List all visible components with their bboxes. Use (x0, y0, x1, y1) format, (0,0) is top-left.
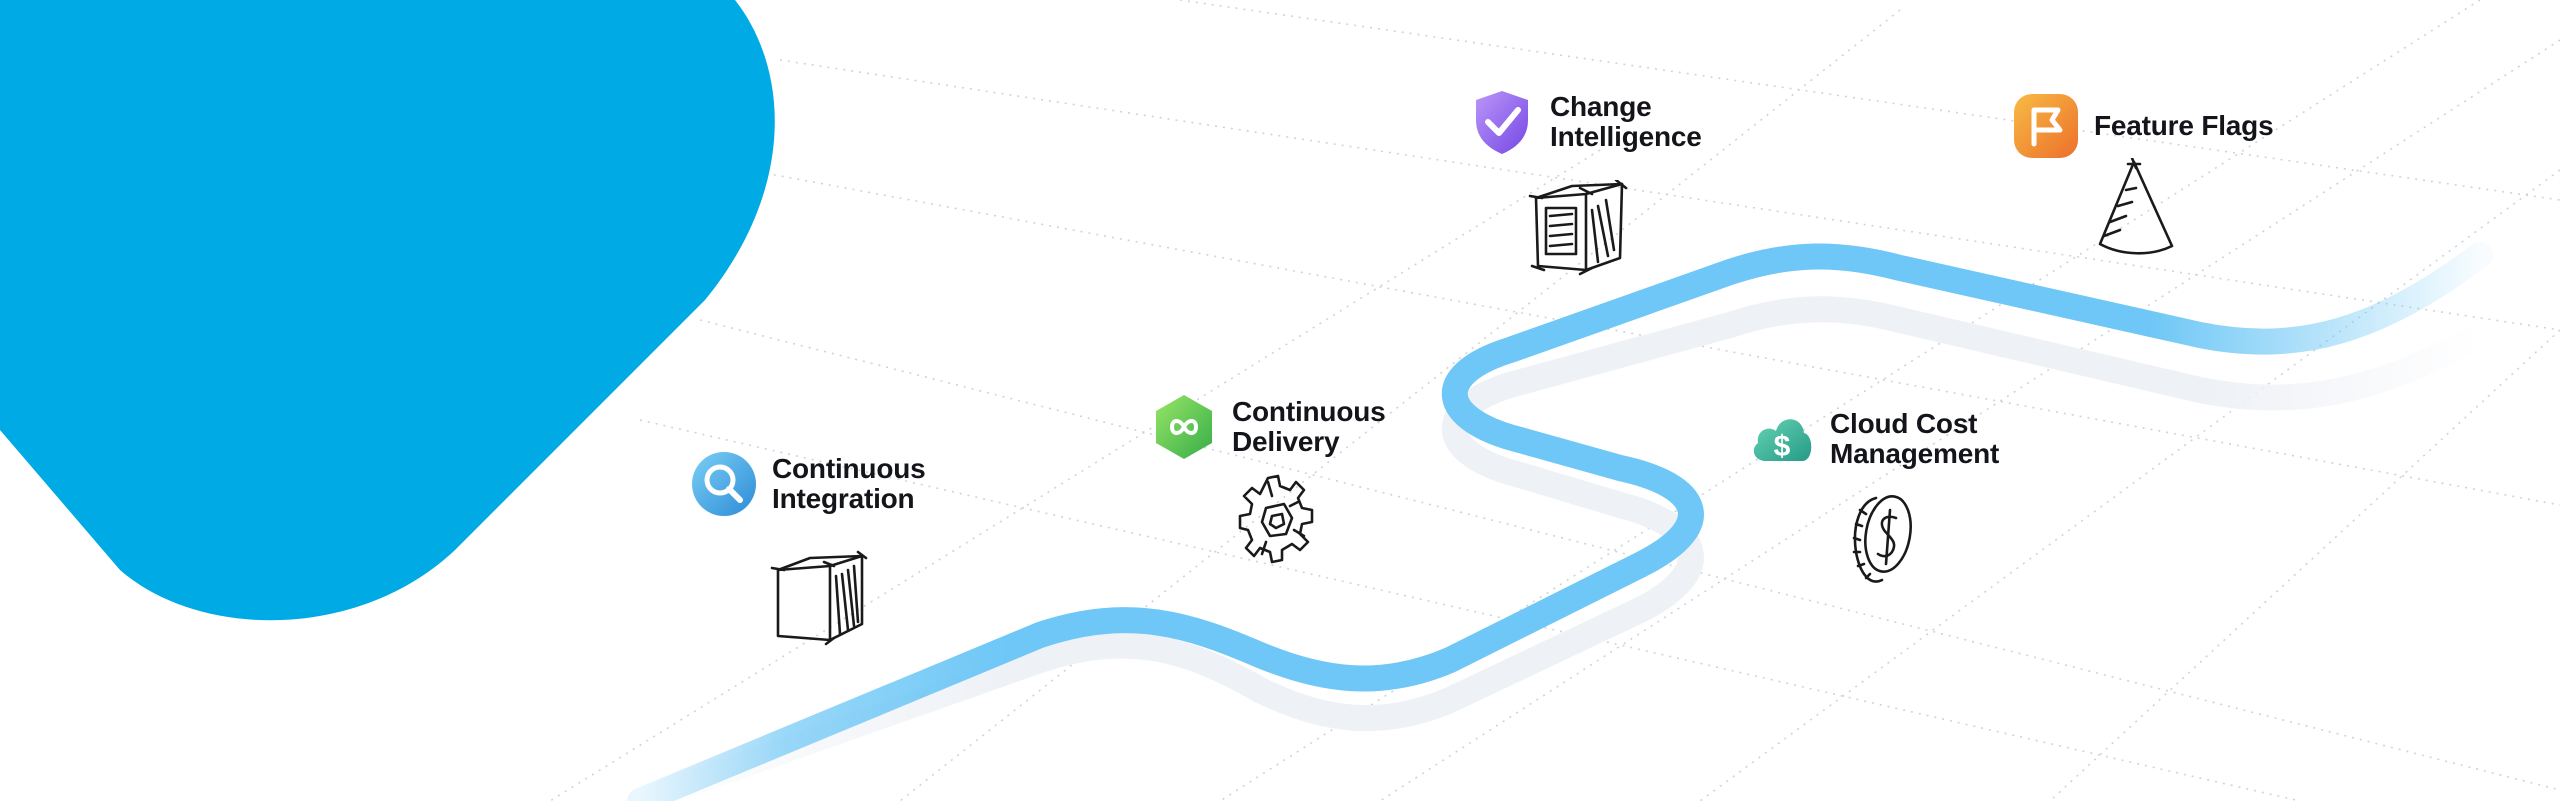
module-change-intelligence[interactable]: Change Intelligence (1468, 88, 1702, 156)
roadmap-path (627, 242, 2493, 801)
module-title-line2: Delivery (1232, 426, 1340, 457)
module-cloud-cost-management[interactable]: $ Cloud Cost Management (1748, 405, 1999, 473)
module-title-line2: Management (1830, 438, 2000, 469)
module-title-line2: Integration (772, 483, 915, 514)
module-continuous-delivery[interactable]: Continuous Delivery (1150, 393, 1386, 461)
gear-sketch-icon (1238, 474, 1314, 564)
module-title-line1: Change (1550, 91, 1652, 122)
crate-sketch-icon (1528, 180, 1628, 276)
box-sketch-icon (770, 550, 868, 646)
shield-check-icon (1476, 91, 1528, 154)
module-title-line1: Feature Flags (2094, 110, 2274, 141)
cloud-dollar-icon: $ (1753, 419, 1812, 463)
infinity-icon (1156, 395, 1212, 459)
module-title-line1: Continuous (1232, 396, 1386, 427)
flag-icon (2014, 94, 2078, 158)
module-feature-flags[interactable]: Feature Flags (2012, 92, 2274, 160)
cone-sketch-icon (2098, 158, 2174, 255)
module-title-line1: Cloud Cost (1830, 408, 1978, 439)
svg-text:$: $ (1774, 430, 1791, 463)
road-shadow (627, 296, 2493, 801)
module-title-line1: Continuous (772, 453, 926, 484)
coin-sketch-icon (1852, 495, 1912, 583)
magnifier-icon (692, 452, 756, 516)
module-continuous-integration[interactable]: Continuous Integration (690, 450, 926, 518)
module-title-line2: Intelligence (1550, 121, 1702, 152)
brand-blob (0, 0, 775, 621)
